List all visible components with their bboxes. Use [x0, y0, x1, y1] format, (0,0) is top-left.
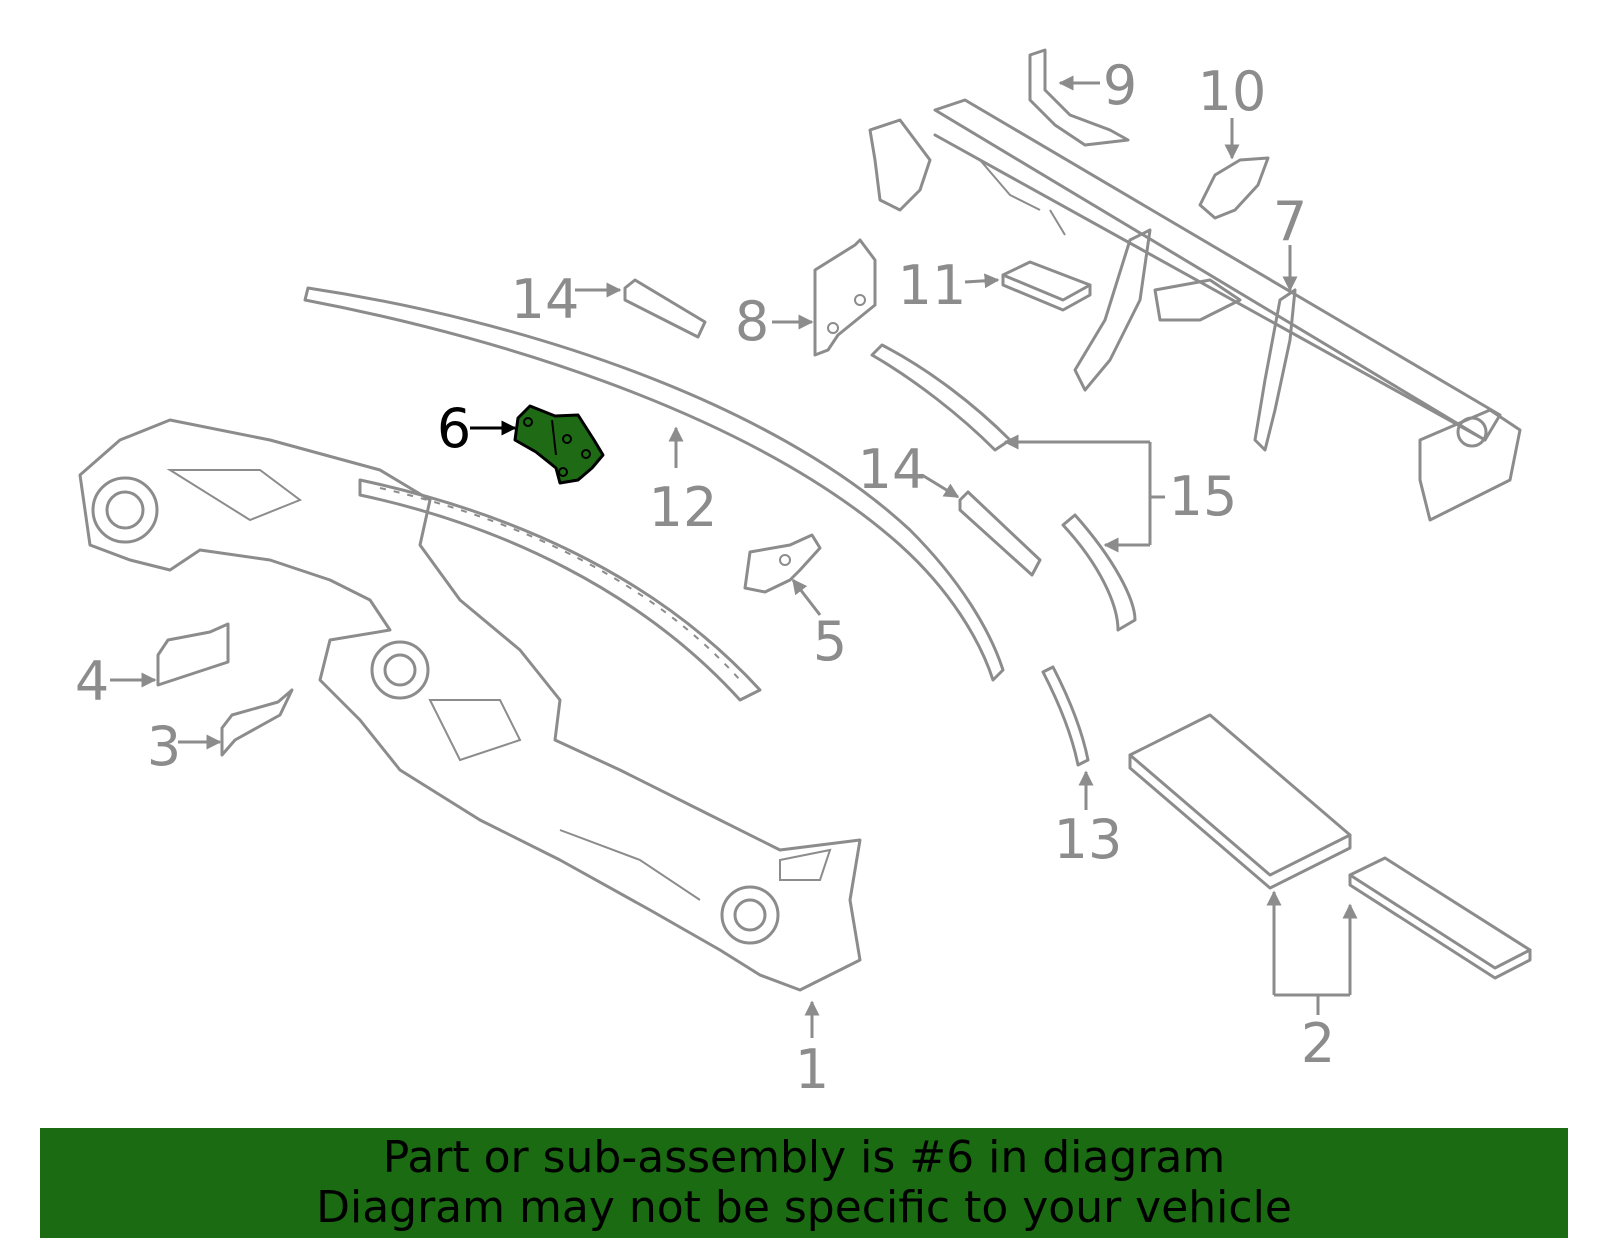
callout-15: 15	[1169, 465, 1238, 528]
callout-10: 10	[1198, 60, 1267, 123]
callout-3: 3	[147, 715, 181, 778]
callout-2: 2	[1301, 1012, 1335, 1075]
callout-9: 9	[1103, 54, 1137, 117]
callout-14-lower: 14	[858, 438, 927, 501]
callout-5: 5	[813, 610, 847, 673]
bracket-part-3	[220, 688, 294, 757]
leader-15	[1005, 440, 1165, 547]
bracket-part-9	[1028, 48, 1130, 147]
callout-6: 6	[437, 397, 471, 460]
callout-7: 7	[1273, 190, 1307, 253]
leader-5	[791, 578, 822, 616]
seal-part-14-upper	[623, 278, 707, 339]
parts-diagram: 1 2 3 4 5 6 7 8 9 10 11 12 13 14 14 15	[75, 48, 1532, 1101]
leader-11	[964, 273, 1000, 289]
callout-12: 12	[649, 476, 718, 539]
trim-strip-part-12	[303, 286, 1005, 682]
banner-line-disclaimer: Diagram may not be specific to your vehi…	[316, 1182, 1292, 1233]
info-banner: Part or sub-assembly is #6 in diagram Di…	[40, 1128, 1568, 1238]
pad-part-11	[1001, 260, 1092, 312]
clip-part-10	[1198, 156, 1270, 220]
callout-8: 8	[735, 290, 769, 353]
bracket-part-5	[743, 533, 822, 594]
callout-11: 11	[898, 254, 967, 317]
leader-14-lower	[921, 473, 960, 499]
cross-car-beam-part-7	[868, 98, 1522, 522]
bracket-part-4	[156, 622, 230, 687]
callout-14-upper: 14	[511, 268, 580, 331]
callout-1: 1	[795, 1038, 829, 1101]
bracket-part-6-highlighted	[513, 404, 605, 485]
bracket-part-8	[813, 238, 877, 357]
trim-part-13	[1041, 665, 1090, 767]
seal-part-14-lower	[958, 490, 1042, 577]
callout-13: 13	[1054, 808, 1123, 871]
leader-2	[1272, 892, 1352, 1015]
banner-line-part: Part or sub-assembly is #6 in diagram	[382, 1132, 1226, 1183]
pad-part-2	[1128, 713, 1532, 980]
callout-4: 4	[75, 650, 109, 713]
instrument-panel-part-1	[78, 418, 862, 992]
